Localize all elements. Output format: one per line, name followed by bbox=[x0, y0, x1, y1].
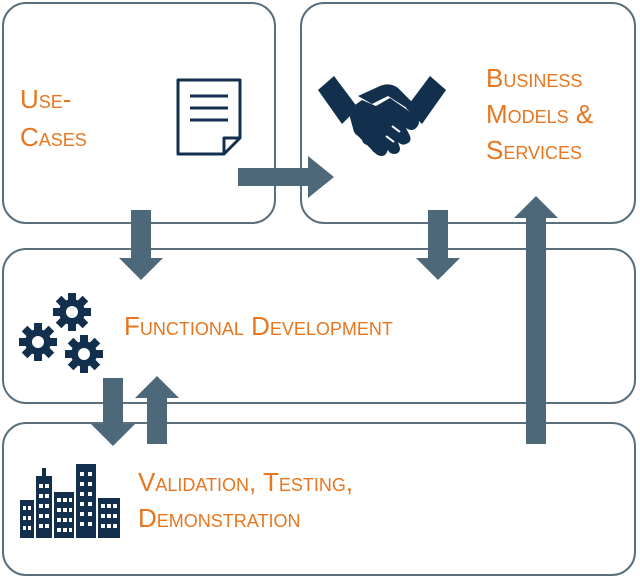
arrow-down-usecases-functional bbox=[119, 210, 163, 280]
gears-icon bbox=[19, 293, 103, 373]
arrow-down-functional-validation bbox=[91, 378, 135, 446]
document-icon bbox=[176, 78, 242, 156]
city-buildings-icon bbox=[20, 464, 120, 538]
functional-label-line-1: Functional Development bbox=[124, 311, 393, 341]
business-label-line-2: Models & bbox=[486, 99, 594, 129]
handshake-icon bbox=[318, 76, 446, 156]
business-label-line-3: Services bbox=[486, 135, 583, 165]
use-cases-label: Use- Cases bbox=[20, 80, 87, 156]
validation-label-line-1: Validation, Testing, bbox=[138, 467, 354, 497]
use-cases-label-line-2: Cases bbox=[20, 122, 87, 152]
validation-label: Validation, Testing, Demonstration bbox=[138, 464, 353, 536]
business-label-line-1: Business bbox=[486, 63, 583, 93]
business-models-label: Business Models & Services bbox=[486, 60, 593, 168]
arrow-down-business-functional bbox=[416, 210, 460, 280]
arrow-up-validation-business bbox=[514, 196, 558, 444]
use-cases-label-line-1: Use- bbox=[20, 84, 72, 114]
arrow-right-usecases-business bbox=[238, 156, 334, 198]
arrow-up-validation-functional bbox=[135, 376, 179, 444]
validation-label-line-2: Demonstration bbox=[138, 503, 301, 533]
functional-development-label: Functional Development bbox=[124, 308, 393, 344]
